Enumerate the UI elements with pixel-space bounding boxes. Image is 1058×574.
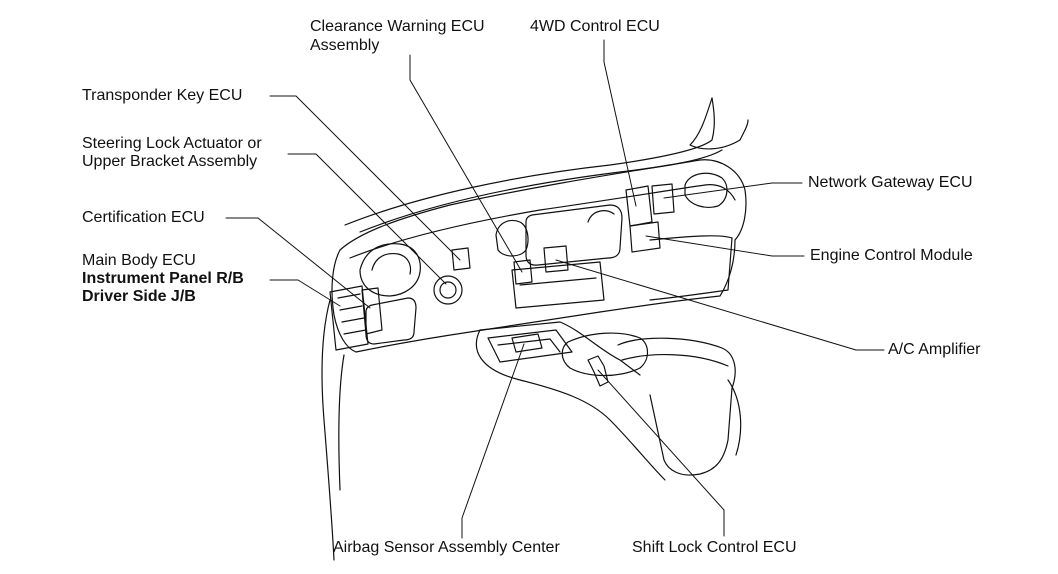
fwd-control-ecu-block xyxy=(625,185,653,227)
clearance-warning-ecu-block xyxy=(513,259,533,285)
climate-panel-slot xyxy=(519,277,597,286)
leader-shift-lock-control-ecu xyxy=(597,369,725,537)
leader-certification-ecu xyxy=(225,217,371,309)
label-steering-lock-line2: Upper Bracket Assembly xyxy=(82,153,258,170)
left-vent xyxy=(495,219,529,257)
leader-clearance-warning-ecu xyxy=(409,54,523,273)
ecu-components xyxy=(329,183,675,353)
console-rear xyxy=(727,379,742,456)
dash-top-rim xyxy=(349,184,736,259)
gauge-hood xyxy=(359,243,421,297)
ignition-cylinder xyxy=(433,275,463,305)
ignition-cylinder-inner xyxy=(439,281,457,299)
label-ac-amplifier: A/C Amplifier xyxy=(888,341,981,358)
label-certification-ecu: Certification ECU xyxy=(82,209,205,226)
left-side-trim xyxy=(321,299,335,561)
engine-control-module-block xyxy=(629,221,661,253)
leader-steering-lock xyxy=(287,153,447,285)
ac-amplifier-block xyxy=(543,245,569,273)
console-base-left xyxy=(475,329,666,481)
network-gateway-ecu-block xyxy=(651,183,675,215)
right-a-pillar xyxy=(689,97,749,150)
armrest xyxy=(617,337,736,476)
label-driver-side-jb: Driver Side J/B xyxy=(82,288,196,305)
console-tray-inner xyxy=(497,338,561,353)
glovebox xyxy=(649,235,733,301)
main-body-ecu-detail xyxy=(337,293,367,335)
label-main-body-ecu: Main Body ECU xyxy=(82,252,196,269)
label-airbag-sensor-assembly-center: Airbag Sensor Assembly Center xyxy=(333,539,560,556)
center-display xyxy=(525,204,623,266)
windshield-edge xyxy=(344,97,715,226)
leader-fwd-control-ecu xyxy=(603,39,637,207)
transponder-key-ecu-block xyxy=(451,247,471,271)
label-clearance-warning-ecu-line1: Clearance Warning ECU xyxy=(310,18,485,35)
leader-engine-control-module xyxy=(645,235,805,257)
leader-network-gateway-ecu xyxy=(663,182,803,199)
leader-lines xyxy=(225,39,885,539)
main-body-ecu-block xyxy=(329,285,369,351)
label-transponder-key-ecu: Transponder Key ECU xyxy=(82,87,243,104)
label-network-gateway-ecu: Network Gateway ECU xyxy=(808,174,973,191)
left-side-trim-inner xyxy=(338,354,345,491)
armrest-top xyxy=(621,354,729,367)
label-steering-lock-line1: Steering Lock Actuator or xyxy=(82,135,262,152)
label-fwd-control-ecu: 4WD Control ECU xyxy=(530,18,660,35)
leader-main-body-ecu xyxy=(269,279,341,307)
console-front xyxy=(479,321,641,376)
label-engine-control-module: Engine Control Module xyxy=(810,247,973,264)
knee-panel xyxy=(365,297,417,345)
dash-lower-edge-right xyxy=(599,239,736,313)
dash-left-end xyxy=(331,249,357,353)
leader-ac-amplifier xyxy=(555,259,885,351)
label-instrument-panel-rb: Instrument Panel R/B xyxy=(82,270,244,287)
dash-lower-edge xyxy=(355,311,601,353)
airbag-sensor-block xyxy=(511,333,543,353)
center-console xyxy=(475,321,742,481)
right-vent xyxy=(587,210,615,223)
dashboard-outline xyxy=(321,97,749,561)
label-shift-lock-control-ecu: Shift Lock Control ECU xyxy=(632,539,797,556)
label-clearance-warning-ecu-line2: Assembly xyxy=(310,37,380,54)
leader-airbag-sensor xyxy=(461,343,525,539)
gauge-hood-inner xyxy=(371,252,412,275)
dash-top-surface xyxy=(339,159,747,251)
shifter-boot xyxy=(561,332,649,377)
windshield-inner-edge xyxy=(359,149,723,233)
leader-transponder-key-ecu xyxy=(269,95,461,261)
console-tray xyxy=(487,329,573,363)
passenger-vent xyxy=(684,172,728,208)
certification-ecu-block xyxy=(361,287,383,335)
shift-lock-bracket xyxy=(587,355,609,387)
